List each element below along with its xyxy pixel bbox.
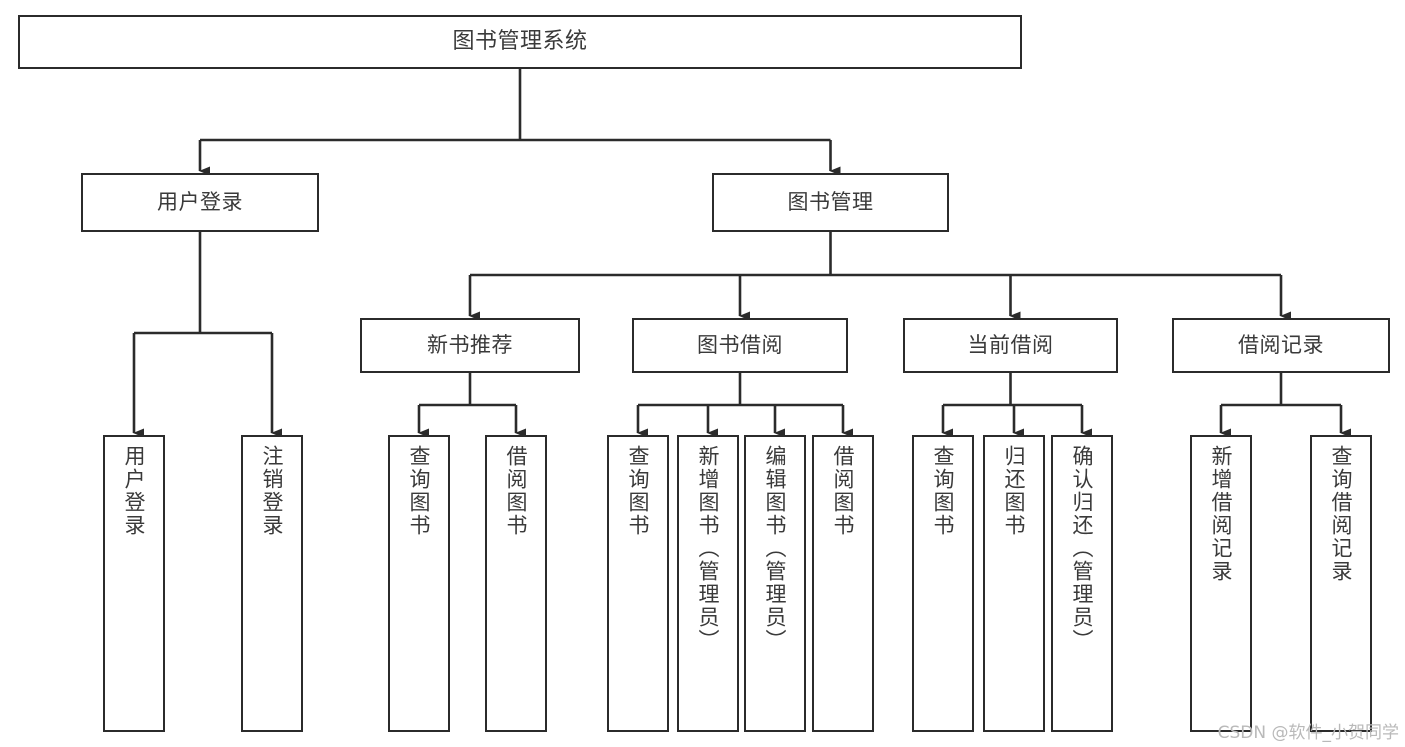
node-leaf-br-add[interactable]: 新增借阅记录 xyxy=(1190,435,1252,732)
node-label: 借阅图书 xyxy=(831,445,856,537)
node-leaf-user-login[interactable]: 用户登录 xyxy=(103,435,165,732)
node-leaf-br-query[interactable]: 查询借阅记录 xyxy=(1310,435,1372,732)
node-leaf-cb-query[interactable]: 查询图书 xyxy=(912,435,974,732)
node-label: 查询图书 xyxy=(407,445,432,537)
node-leaf-user-logout[interactable]: 注销登录 xyxy=(241,435,303,732)
node-book-borrow[interactable]: 图书借阅 xyxy=(632,318,848,373)
node-borrow-record[interactable]: 借阅记录 xyxy=(1172,318,1390,373)
node-label: 新书推荐 xyxy=(427,333,513,358)
node-label: 图书管理系统 xyxy=(452,29,588,55)
node-leaf-bb-query[interactable]: 查询图书 xyxy=(607,435,669,732)
node-leaf-cb-confirm[interactable]: 确认归还（管理员） xyxy=(1051,435,1113,732)
node-label: 注销登录 xyxy=(260,445,285,537)
node-leaf-bb-borrow[interactable]: 借阅图书 xyxy=(812,435,874,732)
node-label: 借阅图书 xyxy=(504,445,529,537)
node-label: 查询图书 xyxy=(626,445,651,537)
node-leaf-rec-borrow[interactable]: 借阅图书 xyxy=(485,435,547,732)
node-leaf-rec-query[interactable]: 查询图书 xyxy=(388,435,450,732)
node-label: 用户登录 xyxy=(157,190,243,215)
node-root[interactable]: 图书管理系统 xyxy=(18,15,1022,69)
node-label: 当前借阅 xyxy=(967,333,1054,358)
node-label: 查询借阅记录 xyxy=(1329,445,1354,583)
node-label: 归还图书 xyxy=(1002,445,1027,537)
node-label: 查询图书 xyxy=(931,445,956,537)
edge-group xyxy=(132,69,1351,438)
node-label: 确认归还（管理员） xyxy=(1070,445,1095,652)
node-label: 用户登录 xyxy=(122,445,147,537)
node-label: 图书借阅 xyxy=(697,333,783,358)
node-label: 编辑图书（管理员） xyxy=(763,445,788,652)
node-current-borrow[interactable]: 当前借阅 xyxy=(903,318,1118,373)
node-book-manage[interactable]: 图书管理 xyxy=(712,173,949,232)
node-leaf-bb-add[interactable]: 新增图书（管理员） xyxy=(677,435,739,732)
node-leaf-cb-return[interactable]: 归还图书 xyxy=(983,435,1045,732)
node-new-book-rec[interactable]: 新书推荐 xyxy=(360,318,580,373)
node-leaf-bb-edit[interactable]: 编辑图书（管理员） xyxy=(744,435,806,732)
node-label: 新增借阅记录 xyxy=(1209,445,1234,583)
node-label: 新增图书（管理员） xyxy=(696,445,721,652)
node-label: 借阅记录 xyxy=(1238,333,1324,358)
node-user-login[interactable]: 用户登录 xyxy=(81,173,319,232)
node-label: 图书管理 xyxy=(787,190,874,215)
